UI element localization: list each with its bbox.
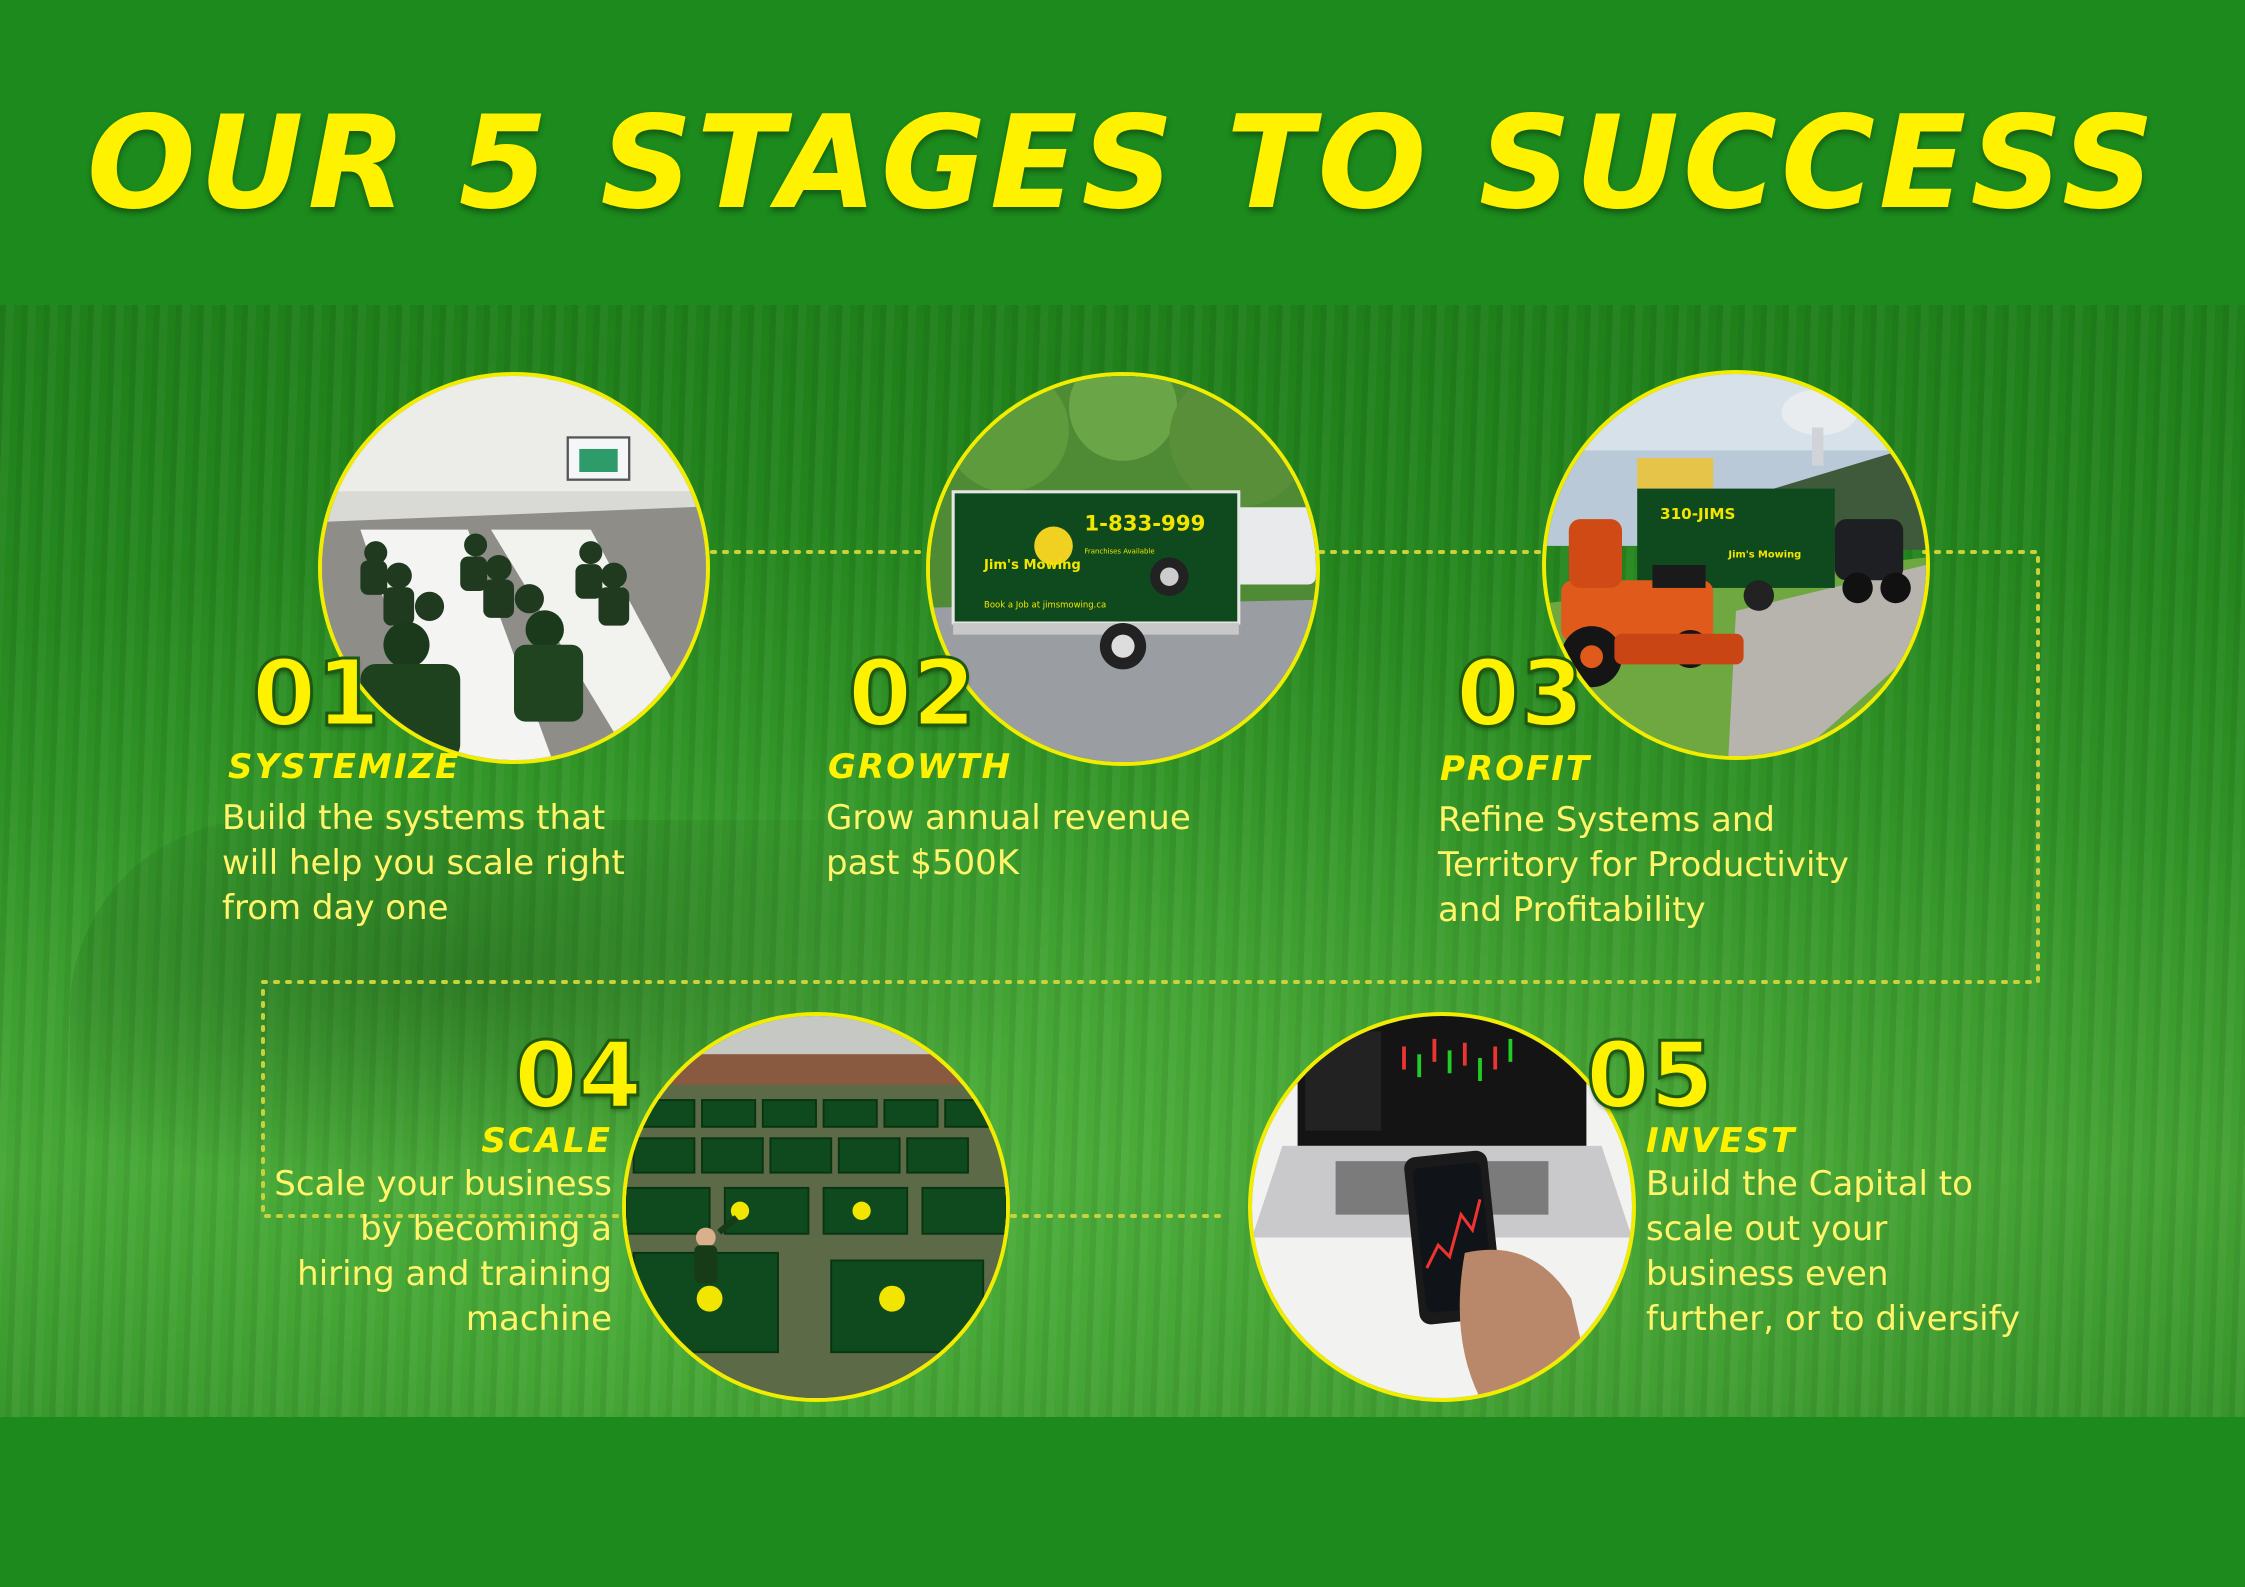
stage-4-name: SCALE	[481, 1121, 612, 1161]
stage-1-number: 01	[250, 640, 381, 747]
mower-trailer-brand-text: Jim's Mowing	[1727, 549, 1801, 560]
stage-2-description: Grow annual revenue past $500K	[826, 798, 1191, 883]
stage-5-description: Build the Capital to scale out your busi…	[1646, 1164, 2021, 1339]
stage-5-number: 05	[1584, 1022, 1715, 1129]
trailer-photo: 1-833-999 Jim's Mowing Franchises Availa…	[926, 372, 1320, 766]
stage-3-number: 03	[1454, 640, 1585, 747]
stage-4-number: 04	[512, 1022, 643, 1129]
mower-trailer-photo: 310-JIMS Jim's Mowing	[1542, 370, 1930, 760]
trailer-fleet-photo	[622, 1012, 1010, 1402]
trailer-site-text: Book a Job at jimsmowing.ca	[984, 601, 1106, 611]
stage-2-name: GROWTH	[828, 747, 1013, 787]
stage-3-description: Refine Systems and Territory for Product…	[1438, 800, 1849, 930]
trailer-phone-text: 1-833-999	[1084, 511, 1205, 536]
page-title: OUR 5 STAGES TO SUCCESS	[86, 89, 2159, 238]
stage-2-number: 02	[846, 640, 977, 747]
stage-3-name: PROFIT	[1440, 749, 1592, 789]
trading-app-photo	[1248, 1012, 1636, 1402]
stage-4-description: Scale your business by becoming a hiring…	[274, 1164, 612, 1339]
trailer-side-text: Franchises Available	[1084, 548, 1154, 556]
stage-5-name: INVEST	[1646, 1121, 1797, 1161]
stage-1-description: Build the systems that will help you sca…	[222, 798, 625, 928]
trailer-brand-text: Jim's Mowing	[983, 558, 1081, 573]
stage-1-name: SYSTEMIZE	[228, 747, 461, 787]
mower-trailer-phone-text: 310-JIMS	[1660, 505, 1735, 523]
